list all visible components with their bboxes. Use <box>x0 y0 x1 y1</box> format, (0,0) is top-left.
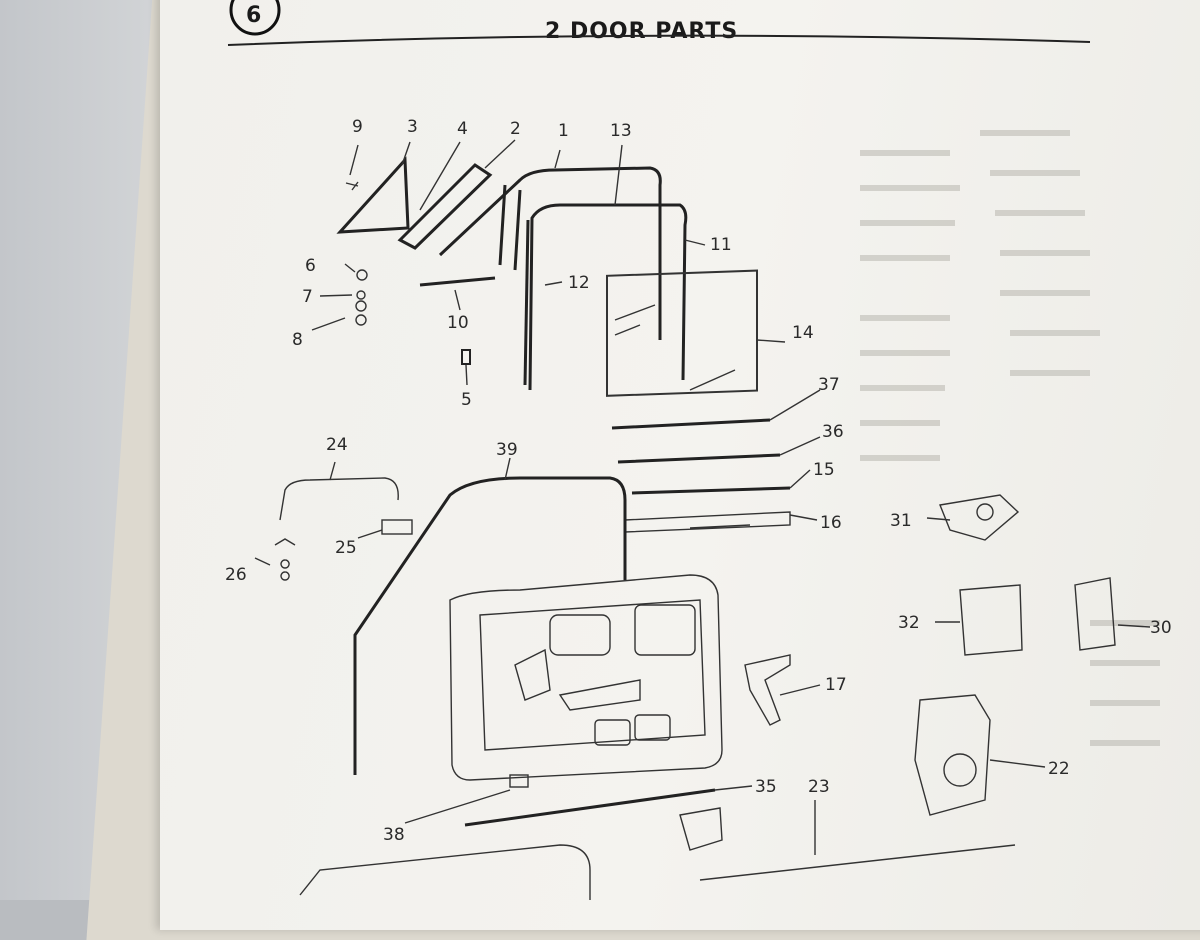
label-part-4: 4 <box>457 119 468 139</box>
label-part-16: 16 <box>820 513 842 533</box>
label-part-25: 25 <box>335 538 357 558</box>
label-part-15: 15 <box>813 460 835 480</box>
section-number: 6 <box>246 3 262 28</box>
label-part-7: 7 <box>302 287 313 307</box>
bleed-through-text <box>860 130 1160 746</box>
label-part-39: 39 <box>496 440 518 460</box>
label-part-23: 23 <box>808 777 830 797</box>
label-part-5: 5 <box>461 390 472 410</box>
label-part-24: 24 <box>326 435 348 455</box>
label-part-37: 37 <box>818 375 840 395</box>
label-part-8: 8 <box>292 330 303 350</box>
label-part-38: 38 <box>383 825 405 845</box>
label-part-26: 26 <box>225 565 247 585</box>
header-rule <box>227 34 1091 46</box>
leader-lines <box>254 139 1151 855</box>
part-shapes <box>274 156 1116 900</box>
label-part-6: 6 <box>305 256 316 276</box>
label-part-2: 2 <box>510 119 521 139</box>
parts-diagram: 6 2 DOOR PARTS <box>225 0 1172 900</box>
label-part-13: 13 <box>610 121 632 141</box>
label-part-1: 1 <box>558 121 569 141</box>
label-part-30: 30 <box>1150 618 1172 638</box>
label-part-22: 22 <box>1048 759 1070 779</box>
label-part-35: 35 <box>755 777 777 797</box>
label-part-36: 36 <box>822 422 844 442</box>
label-part-11: 11 <box>710 235 732 255</box>
label-part-17: 17 <box>825 675 847 695</box>
label-part-14: 14 <box>792 323 814 343</box>
part-labels: 9 3 4 2 1 13 11 12 6 7 8 10 5 14 37 36 2… <box>225 117 1172 845</box>
catalog-page <box>160 0 1200 930</box>
label-part-12: 12 <box>568 273 590 293</box>
page-title: 2 DOOR PARTS <box>545 19 738 44</box>
label-part-31: 31 <box>890 511 912 531</box>
label-part-9: 9 <box>352 117 363 137</box>
section-badge: 6 <box>229 0 281 36</box>
label-part-32: 32 <box>898 613 920 633</box>
label-part-10: 10 <box>447 313 469 333</box>
label-part-3: 3 <box>407 117 418 137</box>
